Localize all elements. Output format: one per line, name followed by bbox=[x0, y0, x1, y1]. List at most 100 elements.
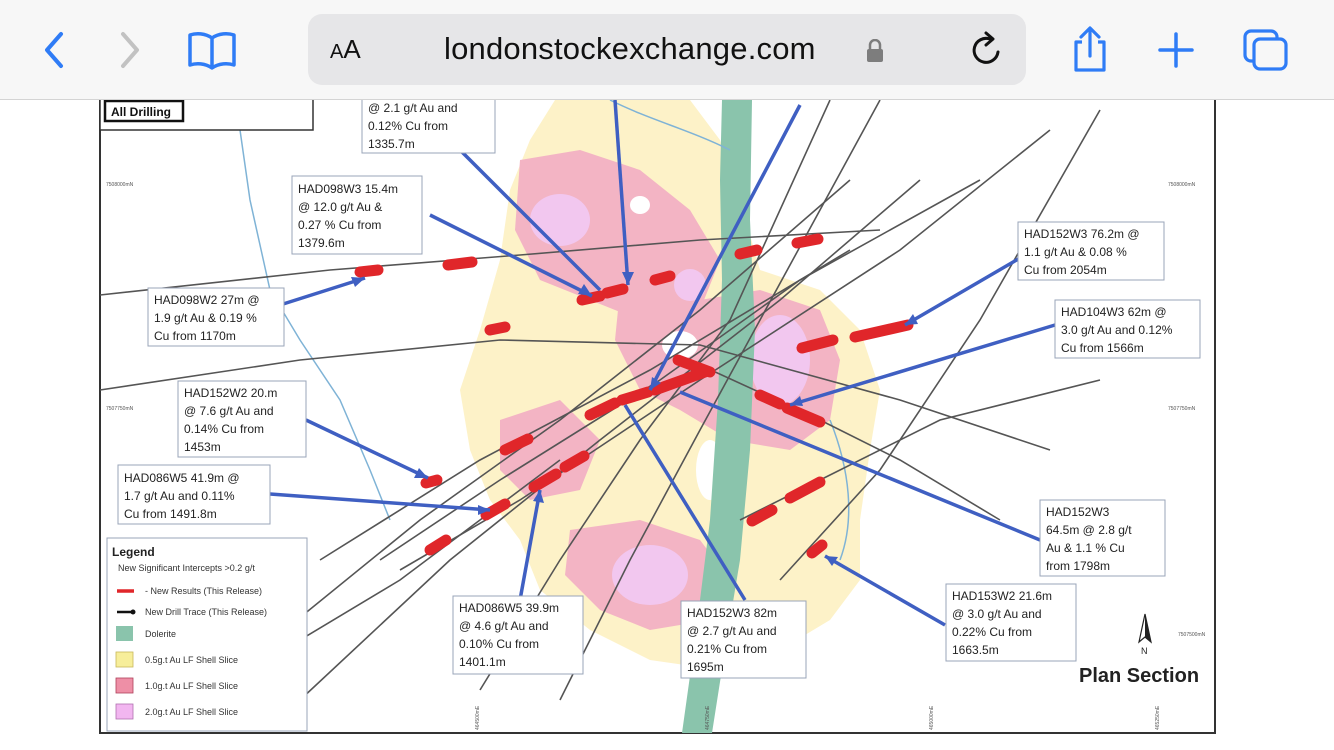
callout-line: 0.14% Cu from bbox=[184, 422, 264, 436]
callout-box: HAD086W5 39.9m @ 4.6 g/t Au and 0.10% Cu… bbox=[452, 595, 584, 675]
north-label: N bbox=[1141, 646, 1148, 656]
callout-line: 0.10% Cu from bbox=[459, 637, 539, 651]
reload-icon[interactable] bbox=[968, 30, 1006, 70]
callout-line: @ 3.0 g/t Au and bbox=[952, 607, 1042, 621]
grid-label-east: 464500mE bbox=[475, 705, 481, 730]
shell-20-zone bbox=[530, 194, 590, 246]
grid-label-north: 7507750mN bbox=[1168, 406, 1196, 412]
grid-label-north: 7507750mN bbox=[106, 406, 134, 412]
callout-box: HAD086W5 41.9m @ 1.7 g/t Au and 0.11% Cu… bbox=[117, 464, 271, 525]
callout-line: Cu from 1170m bbox=[154, 329, 236, 343]
legend-item-label: New Drill Trace (This Release) bbox=[145, 607, 267, 617]
plus-icon bbox=[1158, 32, 1194, 68]
legend-item-label: - New Results (This Release) bbox=[145, 586, 262, 596]
callout-line: HAD152W3 bbox=[1046, 505, 1110, 519]
forward-button[interactable] bbox=[102, 22, 158, 78]
callout-line: HAD152W2 20.m bbox=[184, 386, 277, 400]
chevron-left-icon bbox=[45, 32, 63, 68]
legend-swatch-shell-20 bbox=[115, 703, 134, 720]
legend-item-label: 2.0g.t Au LF Shell Slice bbox=[145, 707, 238, 717]
north-arrow: N bbox=[1138, 613, 1152, 656]
callout-box: HAD104W3 62m @ 3.0 g/t Au and 0.12% Cu f… bbox=[1054, 299, 1201, 359]
tabs-icon bbox=[1243, 29, 1288, 71]
callout-line: 1401.1m bbox=[459, 655, 506, 669]
callout-line: 1.7 g/t Au and 0.11% bbox=[124, 489, 235, 503]
book-icon bbox=[188, 32, 236, 70]
plan-section-title: Plan Section bbox=[1079, 665, 1199, 687]
map-legend: Legend New Significant Intercepts >0.2 g… bbox=[106, 537, 308, 732]
callout-line: Cu from 2054m bbox=[1024, 263, 1107, 277]
callout-line: HAD153W2 21.6m bbox=[952, 589, 1052, 603]
grid-label-east: 465000mE bbox=[929, 705, 935, 730]
callout-line: from 1798m bbox=[1046, 559, 1110, 573]
chevron-right-icon bbox=[121, 32, 139, 68]
callout-box: @ 2.1 g/t Au and 0.12% Cu from 1335.7m bbox=[361, 100, 496, 154]
legend-title: Legend bbox=[112, 545, 155, 559]
callout-line: HAD104W3 62m @ bbox=[1061, 305, 1167, 319]
callout-box: HAD153W2 21.6m @ 3.0 g/t Au and 0.22% Cu… bbox=[945, 583, 1077, 662]
callout-line: HAD086W5 41.9m @ bbox=[124, 471, 240, 485]
grid-label-north: 7507500mN bbox=[1178, 632, 1206, 638]
legend-swatch-shell-10 bbox=[115, 677, 134, 694]
callout-line: 0.21% Cu from bbox=[687, 642, 767, 656]
legend-item-label: 1.0g.t Au LF Shell Slice bbox=[145, 681, 238, 691]
grid-labels: 7508000mN 7508000mN 7507750mN 7507750mN … bbox=[106, 182, 1206, 730]
callout-line: 3.0 g/t Au and 0.12% bbox=[1061, 323, 1173, 337]
callout-line: HAD098W2 27m @ bbox=[154, 293, 260, 307]
callout-line: 1.1 g/t Au & 0.08 % bbox=[1024, 245, 1127, 259]
legend-item-label: Dolerite bbox=[145, 629, 176, 639]
callout-line: HAD098W3 15.4m bbox=[298, 182, 398, 196]
shell-10-zone bbox=[500, 400, 600, 500]
callout-line: 0.12% Cu from bbox=[368, 119, 448, 133]
callout-line: @ 7.6 g/t Au and bbox=[184, 404, 274, 418]
callout-line: 64.5m @ 2.8 g/t bbox=[1046, 523, 1132, 537]
callout-line: HAD152W3 82m bbox=[687, 606, 777, 620]
callout-box: HAD152W2 20.m @ 7.6 g/t Au and 0.14% Cu … bbox=[177, 380, 307, 458]
callout-line: 1663.5m bbox=[952, 643, 999, 657]
lock-icon bbox=[867, 39, 883, 62]
all-drilling-label: All Drilling bbox=[111, 105, 171, 119]
grid-label-north: 7508000mN bbox=[106, 182, 134, 188]
callout-box: HAD152W3 82m @ 2.7 g/t Au and 0.21% Cu f… bbox=[680, 600, 807, 679]
callout-line: 0.27 % Cu from bbox=[298, 218, 381, 232]
callout-box: HAD152W3 76.2m @ 1.1 g/t Au & 0.08 % Cu … bbox=[1017, 221, 1165, 281]
legend-subtitle: New Significant Intercepts >0.2 g/t bbox=[118, 563, 255, 573]
back-button[interactable] bbox=[26, 22, 82, 78]
url-text[interactable]: londonstockexchange.com bbox=[444, 31, 816, 66]
contour-line bbox=[239, 129, 391, 521]
callout-box: HAD098W2 27m @ 1.9 g/t Au & 0.19 % Cu fr… bbox=[147, 287, 285, 347]
arrow-heads bbox=[351, 272, 918, 566]
new-tab-button[interactable] bbox=[1148, 22, 1204, 78]
address-bar[interactable]: AA londonstockexchange.com bbox=[308, 14, 1026, 85]
reader-settings-button[interactable]: AA bbox=[330, 34, 361, 64]
legend-swatch-dot bbox=[130, 609, 136, 615]
bookmarks-button[interactable] bbox=[184, 22, 240, 78]
shell-gap bbox=[630, 196, 650, 214]
tabs-button[interactable] bbox=[1238, 22, 1294, 78]
grid-label-north: 7508000mN bbox=[1168, 182, 1196, 188]
callout-line: @ 2.7 g/t Au and bbox=[687, 624, 777, 638]
callout-line: Au & 1.1 % Cu bbox=[1046, 541, 1125, 555]
contour-line bbox=[829, 419, 850, 561]
callout-line: HAD152W3 76.2m @ bbox=[1024, 227, 1140, 241]
callout-line: 1453m bbox=[184, 440, 221, 454]
callout-line: @ 12.0 g/t Au & bbox=[298, 200, 382, 214]
callout-line: 1.9 g/t Au & 0.19 % bbox=[154, 311, 257, 325]
callout-line: Cu from 1491.8m bbox=[124, 507, 217, 521]
contour-line bbox=[609, 100, 731, 151]
callout-line: Cu from 1566m bbox=[1061, 341, 1144, 355]
browser-toolbar: AA londonstockexchange.com bbox=[0, 0, 1334, 100]
grid-label-east: 465250mE bbox=[1155, 705, 1161, 730]
share-button[interactable] bbox=[1062, 22, 1118, 78]
grid-label-east: 464750mE bbox=[705, 705, 711, 730]
callout-line: @ 2.1 g/t Au and bbox=[368, 101, 458, 115]
callout-line: 1379.6m bbox=[298, 236, 345, 250]
callout-line: @ 4.6 g/t Au and bbox=[459, 619, 549, 633]
legend-swatch-dolerite bbox=[116, 626, 133, 641]
callout-line: HAD086W5 39.9m bbox=[459, 601, 559, 615]
share-icon bbox=[1074, 26, 1106, 72]
callout-box: HAD098W3 15.4m @ 12.0 g/t Au & 0.27 % Cu… bbox=[291, 175, 423, 255]
shell-20-zone bbox=[674, 269, 706, 301]
plan-section-map: 7508000mN 7508000mN 7507750mN 7507750mN … bbox=[99, 100, 1216, 734]
callout-line: 1695m bbox=[687, 660, 724, 674]
